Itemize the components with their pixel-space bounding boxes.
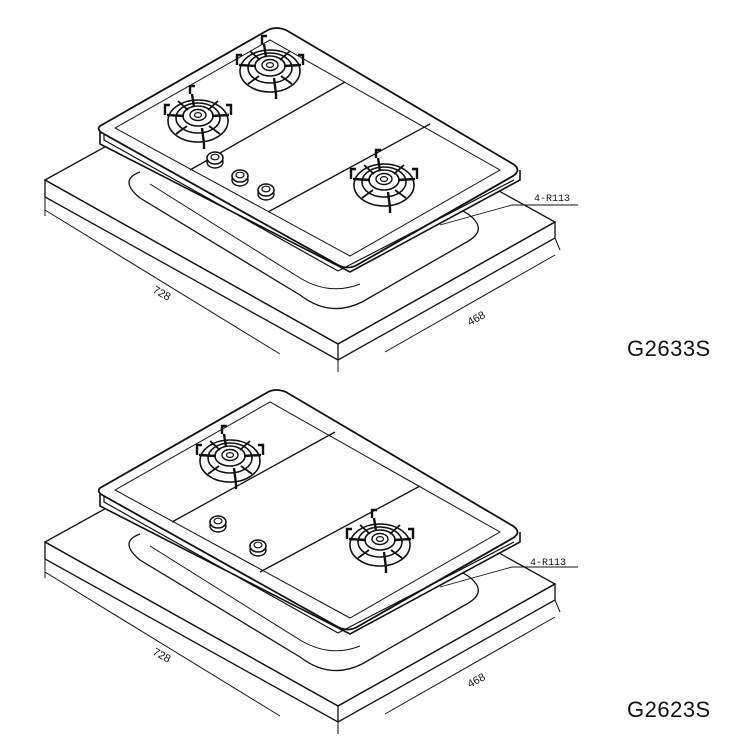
corner-radius-callout: 4-R113 xyxy=(534,194,570,205)
model-name: G2633S xyxy=(627,336,711,361)
depth-dimension: 468 xyxy=(466,309,488,328)
corner-radius-callout: 4-R113 xyxy=(530,558,566,569)
drawing-g2633s: 728 468 4-R113 xyxy=(44,27,579,373)
glass-divider xyxy=(171,431,421,573)
width-dimension: 728 xyxy=(151,284,173,303)
hob-outline xyxy=(44,27,579,373)
control-knob xyxy=(257,183,275,201)
control-knob xyxy=(206,151,224,169)
control-knob xyxy=(209,515,227,533)
drawing-g2623s: 728 468 4-R113 xyxy=(44,389,579,735)
control-knob xyxy=(231,169,249,187)
control-knob xyxy=(249,539,267,557)
model-name: G2623S xyxy=(627,697,711,722)
depth-dimension: 468 xyxy=(466,671,488,690)
width-dimension: 728 xyxy=(151,646,173,665)
hob-outline xyxy=(44,389,579,735)
